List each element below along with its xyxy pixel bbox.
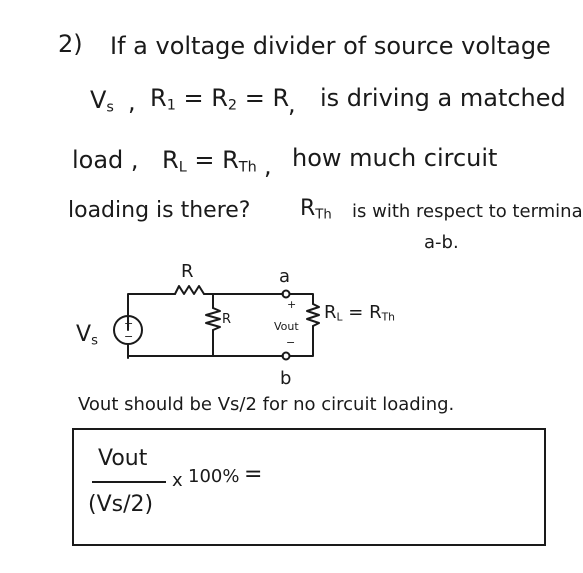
resistor-mid-zigzag (205, 307, 221, 331)
problem-line-4-question: loading is there? (68, 198, 251, 223)
vout-minus-sign: − (286, 336, 296, 349)
problem-line-3-rest: how much circuit (292, 144, 498, 172)
rl-label: RL = RTh (324, 302, 396, 324)
loading-note: Vout should be Vs/2 for no circuit loadi… (78, 394, 455, 415)
terminal-a-label: a (279, 266, 291, 287)
problem-line-1: If a voltage divider of source voltage (110, 32, 551, 60)
formula-percent: 100% (188, 466, 240, 487)
comma-1: , (128, 88, 136, 116)
problem-line-2-rest: is driving a matched (320, 84, 566, 112)
fraction-bar (92, 481, 166, 483)
source-plus-sign: + (124, 317, 134, 330)
problem-line-3-load: load , (72, 146, 139, 174)
resistor-top-label: R (181, 261, 194, 282)
vout-plus-sign: + (287, 298, 297, 311)
formula-times: x (172, 470, 183, 491)
formula-denominator: (Vs/2) (88, 492, 154, 517)
resistor-rl-zigzag (306, 303, 320, 327)
problem-line-4-rest: is with respect to terminals (352, 201, 583, 222)
terminal-b-label: b (280, 368, 292, 389)
problem-number: 2) (58, 30, 83, 58)
wire-source-bottom (127, 343, 284, 357)
formula-numerator: Vout (98, 446, 148, 471)
resistor-mid-label: R (222, 312, 232, 327)
resistor-top-zigzag (174, 285, 205, 295)
problem-line-5: a-b. (424, 232, 459, 253)
source-voltage-var: Vs (90, 86, 114, 116)
wire-rl-bottom (289, 325, 314, 357)
vout-label: Vout (274, 320, 299, 333)
comma-3: , (264, 152, 272, 180)
rth-ref: RTh (300, 196, 332, 223)
comma-2: , (288, 90, 296, 118)
formula-equals: = (244, 462, 263, 487)
formula-box (72, 428, 546, 546)
source-label: Vs (76, 322, 98, 349)
source-minus-sign: − (124, 330, 134, 343)
r1-equation: R1 = R2 = R (150, 84, 290, 114)
wire-top-left (127, 293, 176, 331)
rl-equals-rth: RL = RTh (162, 146, 257, 176)
wire-rl-top (289, 293, 314, 305)
